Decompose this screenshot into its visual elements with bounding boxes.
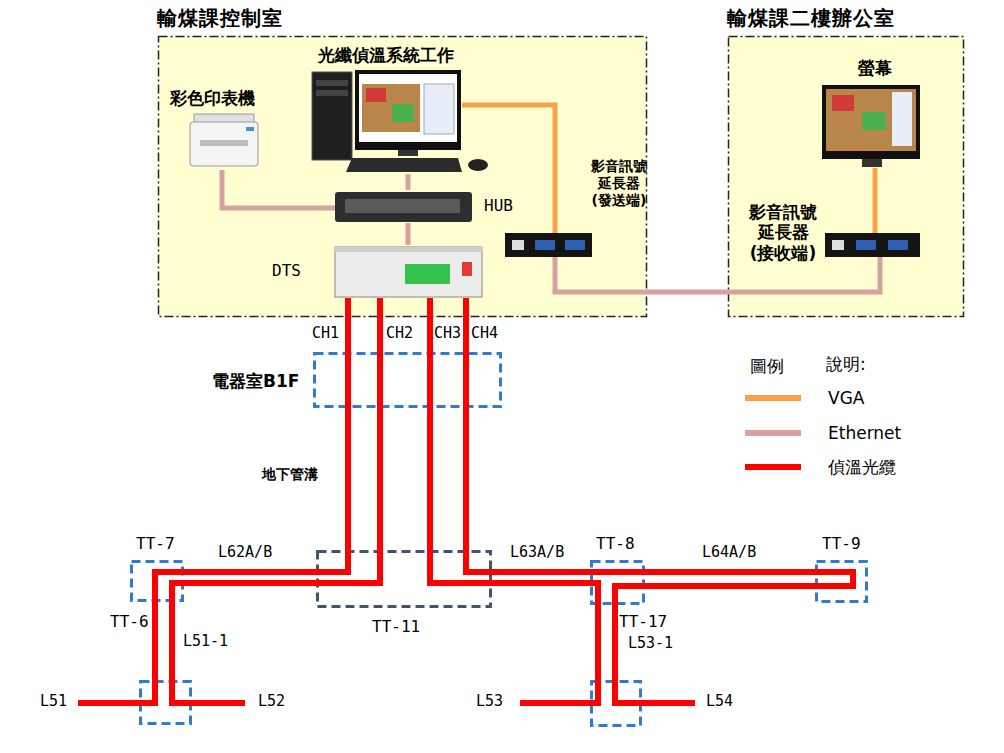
text-label: L53-1 — [628, 634, 673, 652]
text-label: 說明: — [826, 354, 866, 374]
text-label: L54 — [706, 692, 733, 710]
node-outline — [590, 560, 645, 605]
node-outline — [130, 560, 184, 602]
node-label: 螢幕 — [840, 58, 910, 78]
node-label: 彩色印表機 — [170, 88, 280, 108]
node-label: TT-6 — [110, 612, 170, 631]
text-label: L63A/B — [510, 543, 564, 561]
legend-swatch — [745, 464, 801, 470]
node-outline — [815, 560, 868, 603]
legend-swatch — [745, 430, 801, 436]
node-label: 影音訊號延長器(發送端) — [590, 158, 648, 208]
node-outline — [313, 352, 502, 408]
outline-rect — [592, 562, 644, 604]
junction-box: TT-7 — [130, 560, 184, 602]
node-label: 影音訊號延長器(接收端) — [748, 202, 818, 263]
text-label: CH2 — [386, 324, 413, 342]
node-label: HUB — [484, 196, 534, 215]
outline-rect — [817, 562, 867, 602]
text-label: 圖例 — [750, 356, 784, 376]
junction-box: TT-6 — [139, 680, 192, 725]
fiber-cable — [172, 298, 380, 703]
junction-box: TT-8 — [590, 560, 645, 605]
text-label: 地下管溝 — [262, 466, 318, 483]
outline-rect — [141, 682, 191, 724]
fiber-cable — [466, 298, 853, 703]
text-label: L62A/B — [218, 543, 272, 561]
node-label: DTS — [272, 261, 322, 280]
room-zone: 輸煤課二樓辦公室螢幕影音訊號延長器(接收端) — [727, 35, 965, 318]
node-label: TT-17 — [619, 612, 689, 631]
device-node: 影音訊號延長器(接收端) — [825, 233, 920, 257]
fiber-cable — [430, 298, 598, 703]
node-label: TT-11 — [372, 617, 442, 636]
device-node: 螢幕 — [822, 85, 920, 168]
junction-box: TT-11 — [316, 550, 492, 608]
node-outline — [316, 550, 492, 608]
device-node: HUB — [335, 190, 472, 223]
node-label: 輸煤課二樓辦公室 — [727, 6, 967, 30]
node-label: TT-8 — [596, 534, 656, 553]
node-outline — [590, 680, 642, 727]
legend-text: VGA — [828, 388, 864, 408]
node-label: 電器室B1F — [212, 371, 312, 391]
text-label: L51 — [40, 692, 67, 710]
node-label: TT-9 — [822, 534, 882, 553]
junction-box: TT-17 — [590, 680, 642, 727]
legend-text: 偵溫光纜 — [828, 457, 896, 477]
text-label: CH3 — [434, 324, 461, 342]
node-label: 光纖偵溫系統工作 — [296, 45, 476, 65]
text-label: L53 — [476, 692, 503, 710]
outline-rect — [592, 682, 641, 726]
node-label: 輸煤課控制室 — [157, 6, 477, 30]
node-label: TT-7 — [136, 534, 196, 553]
text-label: L51-1 — [183, 632, 228, 650]
device-node: 影音訊號延長器(發送端) — [505, 233, 592, 257]
device-node: 光纖偵溫系統工作 — [308, 70, 462, 174]
junction-box: TT-9 — [815, 560, 868, 603]
fiber-cable — [78, 298, 348, 703]
text-label: L64A/B — [702, 543, 756, 561]
text-label: CH4 — [471, 324, 498, 342]
device-node: 彩色印表機 — [188, 112, 260, 170]
node-outline — [157, 35, 648, 318]
junction-box: 電器室B1F — [313, 352, 502, 408]
legend-text: Ethernet — [828, 423, 901, 443]
outline-rect — [729, 37, 964, 317]
text-label: CH1 — [312, 324, 339, 342]
device-node: DTS — [335, 245, 482, 299]
text-label: L52 — [258, 692, 285, 710]
node-outline — [139, 680, 192, 725]
outline-rect — [132, 562, 183, 601]
node-outline — [727, 35, 965, 318]
legend-swatch — [745, 395, 801, 401]
outline-rect — [318, 552, 491, 607]
outline-rect — [315, 354, 501, 407]
outline-rect — [159, 37, 647, 317]
room-zone: 輸煤課控制室光纖偵溫系統工作彩色印表機HUB影音訊號延長器(發送端)DTS — [157, 35, 648, 318]
